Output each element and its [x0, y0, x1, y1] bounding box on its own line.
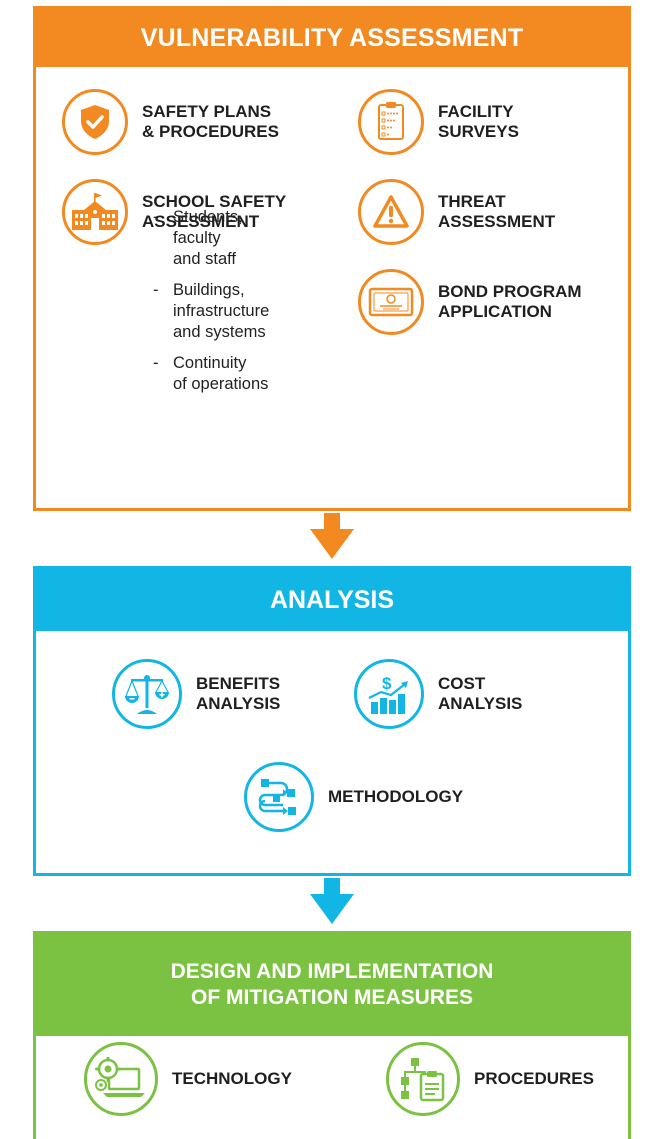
checklist-clipboard-icon	[358, 89, 424, 155]
procedures-label: PROCEDURES	[474, 1069, 594, 1088]
dollar-bar-chart-icon: $	[354, 659, 424, 729]
design-implementation-header: DESIGN AND IMPLEMENTATION OF MITIGATION …	[36, 934, 628, 1036]
benefits-analysis-label: BENEFITS ANALYSIS	[196, 674, 281, 713]
procedures-item: PROCEDURES	[386, 1042, 594, 1116]
shield-check-icon	[62, 89, 128, 155]
benefits-analysis-item: BENEFITS ANALYSIS	[112, 659, 280, 729]
vulnerability-assessment-header: VULNERABILITY ASSESSMENT	[36, 9, 628, 67]
org-chart-clipboard-icon	[386, 1042, 460, 1116]
analysis-panel: ANALYSIS BENEFITS ANALYSIS	[33, 566, 631, 876]
gear-laptop-icon	[84, 1042, 158, 1116]
school-safety-sublist: Students, faculty and staff Buildings, i…	[153, 207, 269, 405]
threat-assessment-item: THREAT ASSESSMENT	[358, 179, 555, 245]
bond-program-label: BOND PROGRAM APPLICATION	[438, 282, 582, 321]
balance-scale-icon	[112, 659, 182, 729]
svg-text:$: $	[382, 674, 392, 693]
methodology-label: METHODOLOGY	[328, 787, 464, 806]
facility-surveys-item: FACILITY SURVEYS	[358, 89, 519, 155]
school-building-icon	[62, 179, 128, 245]
cost-analysis-label: COST ANALYSIS	[438, 674, 523, 713]
bond-program-item: BOND PROGRAM APPLICATION	[358, 269, 582, 335]
technology-label: TECHNOLOGY	[172, 1069, 292, 1088]
facility-surveys-label: FACILITY SURVEYS	[438, 102, 519, 141]
analysis-header: ANALYSIS	[36, 569, 628, 631]
process-flow-icon	[244, 762, 314, 832]
cost-analysis-item: $ COST ANALYSIS	[354, 659, 522, 729]
warning-triangle-icon	[358, 179, 424, 245]
technology-item: TECHNOLOGY	[84, 1042, 292, 1116]
safety-plans-label: SAFETY PLANS & PROCEDURES	[142, 102, 279, 141]
analysis-title: ANALYSIS	[269, 585, 395, 614]
design-implementation-panel: DESIGN AND IMPLEMENTATION OF MITIGATION …	[33, 931, 631, 1139]
bond-certificate-icon	[358, 269, 424, 335]
sublist-item: Buildings, infrastructure and systems	[153, 280, 269, 343]
design-title-line2: OF MITIGATION MEASURES	[191, 986, 473, 1009]
safety-plans-item: SAFETY PLANS & PROCEDURES	[62, 89, 279, 155]
vulnerability-assessment-title: VULNERABILITY ASSESSMENT	[140, 23, 524, 52]
methodology-item: METHODOLOGY	[244, 762, 463, 832]
sublist-item: Students, faculty and staff	[153, 207, 269, 270]
design-title-line1: DESIGN AND IMPLEMENTATION	[170, 960, 494, 983]
sublist-item: Continuity of operations	[153, 353, 269, 395]
vulnerability-assessment-panel: VULNERABILITY ASSESSMENT SAFETY PLANS & …	[33, 6, 631, 511]
threat-assessment-label: THREAT ASSESSMENT	[438, 192, 556, 231]
